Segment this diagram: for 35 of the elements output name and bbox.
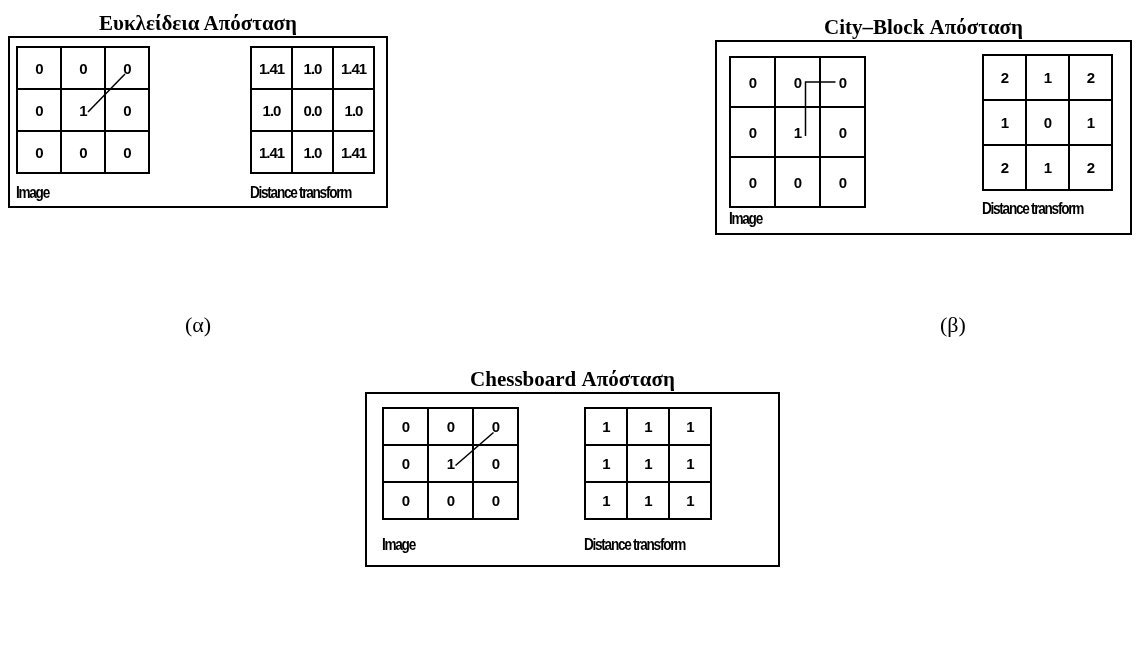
grid-cell: 1.41	[250, 130, 293, 174]
grid-cell: 0	[16, 46, 62, 90]
grid-cell: 0	[729, 56, 776, 108]
grid-cell: 0	[16, 130, 62, 174]
caption: (β)	[940, 312, 966, 338]
grid-label: Image	[382, 536, 415, 554]
grid-label: Image	[729, 210, 762, 228]
grid-cell: 0	[382, 407, 429, 446]
grid-cell: 1	[668, 407, 712, 446]
grid-label: Distance transform	[584, 536, 685, 554]
panel-title: Chessboard Απόσταση	[469, 367, 676, 392]
grid-cell: 2	[982, 54, 1027, 101]
grid-cell: 0	[819, 156, 866, 208]
grid-label: Distance transform	[982, 200, 1083, 218]
grid-cell: 1.41	[332, 46, 375, 90]
grid-cell: 0	[382, 481, 429, 520]
grid-cell: 1.41	[250, 46, 293, 90]
grid-label: Image	[16, 184, 49, 202]
grid-cell: 1	[584, 407, 628, 446]
grid-cell: 2	[1068, 144, 1113, 191]
grid-cell: 2	[1068, 54, 1113, 101]
grid-cell: 1.41	[332, 130, 375, 174]
grid-cell: 1	[584, 481, 628, 520]
grid-cell: 2	[982, 144, 1027, 191]
panel-title: City–Block Απόσταση	[823, 15, 1024, 40]
grid-cell: 0	[819, 56, 866, 108]
caption: (α)	[185, 312, 212, 338]
grid-cell: 0	[104, 130, 150, 174]
grid-label: Distance transform	[250, 184, 351, 202]
panel-title: Ευκλείδεια Απόσταση	[98, 11, 298, 36]
grid-cell: 1	[668, 481, 712, 520]
grid-cell: 0	[472, 481, 519, 520]
grid-cell: 0	[472, 407, 519, 446]
grid-cell: 0	[729, 156, 776, 208]
grid-cell: 0	[104, 46, 150, 90]
